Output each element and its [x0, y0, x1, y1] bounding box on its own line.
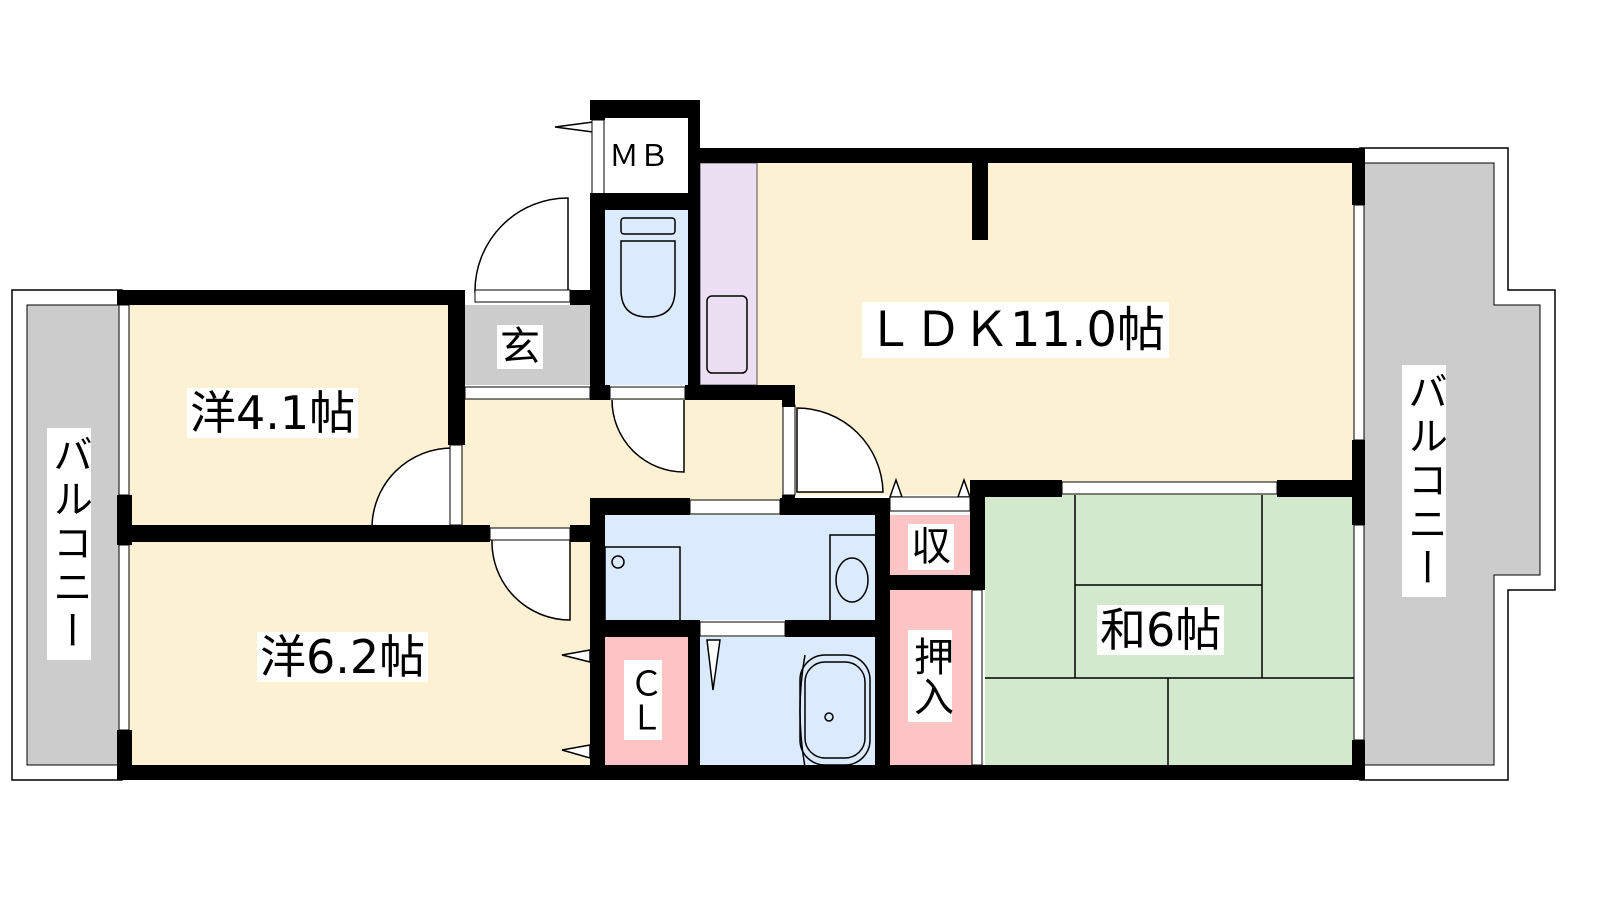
label-storage: 収: [908, 524, 954, 570]
stove-fixture: [706, 295, 748, 374]
balcony-left: [11, 289, 123, 781]
room-washroom: [605, 515, 880, 620]
label-balcony-left: バルコニー: [46, 428, 92, 660]
label-entrance: 玄: [497, 325, 543, 369]
balcony-right: [1359, 147, 1556, 781]
walls: [117, 100, 1365, 780]
label-ldk: ＬＤＫ11.0帖: [862, 302, 1169, 358]
doors: [371, 121, 972, 759]
label-japanese: 和6帖: [1097, 605, 1225, 655]
label-meter-box: ＭＢ: [607, 139, 671, 174]
label-western-small: 洋4.1帖: [187, 388, 359, 438]
label-closet: ＣＬ: [623, 660, 663, 740]
label-balcony-right: バルコニー: [1401, 365, 1447, 597]
label-western-large: 洋6.2帖: [257, 632, 429, 682]
label-oshiire: 押入: [907, 630, 953, 722]
toilet-fixture: [620, 217, 676, 318]
room-bath: [700, 637, 878, 767]
